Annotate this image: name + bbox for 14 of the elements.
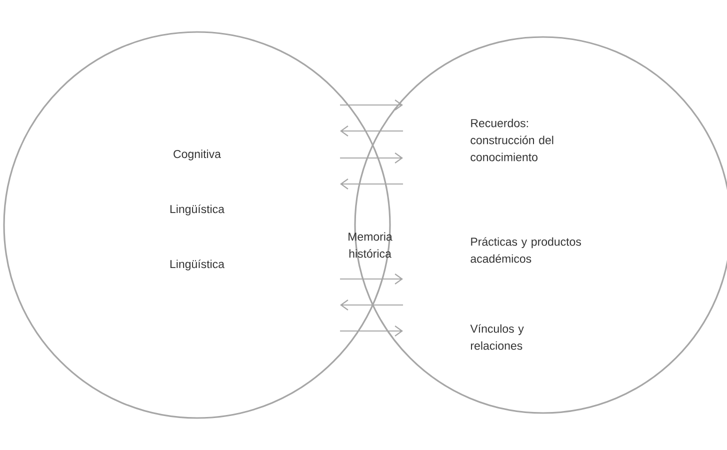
label: Memoria histórica: [348, 232, 392, 258]
arrow: [340, 326, 404, 336]
arrow: [340, 126, 403, 136]
arrow: [340, 178, 403, 190]
arrow: [340, 100, 404, 110]
node-text: Cognitiva: [174, 150, 221, 160]
node-text: Lingüística: [170, 260, 224, 270]
node-text: Vínculos y relaciones: [470, 324, 524, 350]
node-text: Prácticas y productos académicos: [470, 237, 581, 263]
node-text: Lingüística: [170, 204, 224, 216]
node-text: Recuerdos: construcción del conocimiento: [470, 118, 554, 162]
arrow: [340, 152, 404, 164]
circle: [3, 31, 391, 419]
arrow: [340, 274, 404, 284]
